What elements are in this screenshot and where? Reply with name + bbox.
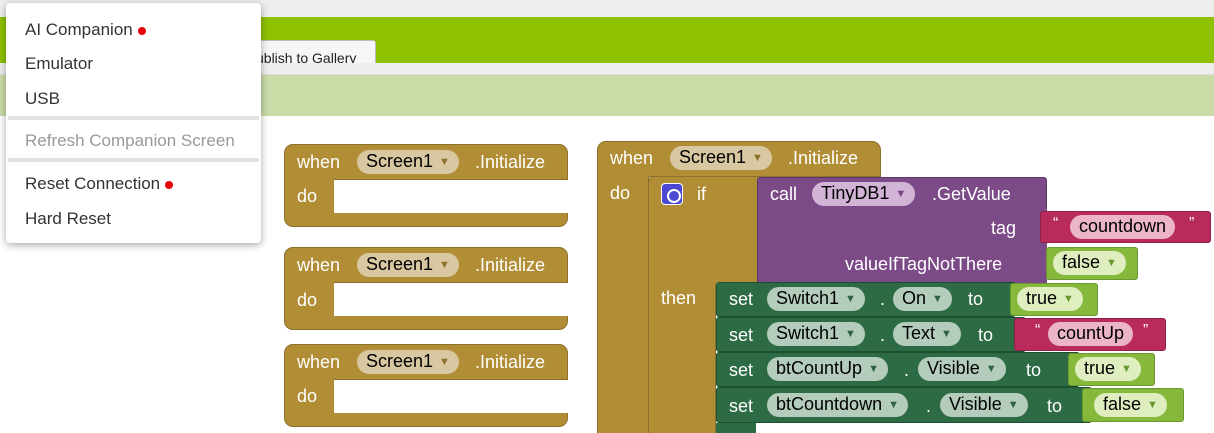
- quote-open: “: [1035, 322, 1041, 339]
- quote-open: “: [1053, 215, 1059, 232]
- to-label: to: [1026, 360, 1042, 380]
- mutator-gear-icon[interactable]: [661, 183, 683, 205]
- if-label: if: [697, 184, 706, 204]
- do-label: do: [297, 186, 318, 206]
- menu-divider: [8, 158, 259, 162]
- property-dropdown[interactable]: Visible▼: [940, 393, 1028, 417]
- do-label: do: [297, 386, 318, 406]
- alert-dot-icon: [165, 180, 174, 189]
- property-dropdown[interactable]: On▼: [893, 287, 952, 311]
- call-label: call: [770, 184, 798, 204]
- component-dropdown[interactable]: btCountUp▼: [767, 357, 888, 381]
- property-dropdown[interactable]: Text▼: [893, 322, 961, 346]
- component-dropdown[interactable]: btCountdown▼: [767, 393, 908, 417]
- alert-dot-icon: [137, 26, 146, 35]
- event-label: .Initialize: [475, 255, 546, 275]
- do-label: do: [297, 290, 318, 310]
- do-label: do: [610, 183, 631, 203]
- when-label: when: [297, 352, 341, 372]
- to-label: to: [1047, 396, 1063, 416]
- menu-item-emulator[interactable]: Emulator: [25, 54, 94, 73]
- text-value-field[interactable]: countUp: [1048, 322, 1134, 346]
- connect-dropdown-menu: AI Companion Emulator USB Refresh Compan…: [6, 3, 261, 243]
- method-label: .GetValue: [932, 184, 1011, 204]
- dot-label: .: [880, 325, 886, 345]
- logic-value-dropdown[interactable]: true▼: [1075, 357, 1141, 381]
- menu-item-usb[interactable]: USB: [25, 89, 60, 108]
- logic-value-dropdown[interactable]: false▼: [1053, 251, 1126, 275]
- menu-item-refresh-companion-screen: Refresh Companion Screen: [25, 131, 235, 150]
- component-dropdown[interactable]: Switch1▼: [767, 322, 865, 346]
- quote-close: ”: [1189, 215, 1195, 232]
- text-value-field[interactable]: countdown: [1070, 215, 1176, 239]
- set-label: set: [729, 289, 754, 309]
- value-if-tag-not-there-label: valueIfTagNotThere: [845, 254, 1003, 274]
- then-label: then: [661, 288, 697, 308]
- dot-label: .: [904, 360, 910, 380]
- component-dropdown[interactable]: Screen1▼: [670, 146, 772, 170]
- menu-item-hard-reset[interactable]: Hard Reset: [25, 209, 111, 228]
- component-dropdown[interactable]: Switch1▼: [767, 287, 865, 311]
- quote-close: ”: [1143, 322, 1149, 339]
- dot-label: .: [880, 289, 886, 309]
- dot-label: .: [926, 396, 932, 416]
- component-dropdown[interactable]: Screen1▼: [357, 150, 459, 174]
- set-label: set: [729, 325, 754, 345]
- menu-divider: [8, 116, 259, 120]
- set-label: set: [729, 396, 754, 416]
- event-label: .Initialize: [475, 152, 546, 172]
- menu-item-reset-connection[interactable]: Reset Connection: [25, 174, 174, 194]
- event-label: .Initialize: [788, 148, 859, 168]
- top-strip: [0, 0, 1214, 17]
- toolbar-divider: [0, 63, 1214, 75]
- when-label: when: [297, 255, 341, 275]
- event-label: .Initialize: [475, 352, 546, 372]
- property-dropdown[interactable]: Visible▼: [918, 357, 1006, 381]
- set-label: set: [729, 360, 754, 380]
- component-dropdown[interactable]: Screen1▼: [357, 350, 459, 374]
- tinydb-component-dropdown[interactable]: TinyDB1▼: [812, 182, 916, 206]
- when-label: when: [297, 152, 341, 172]
- to-label: to: [968, 289, 984, 309]
- when-label: when: [610, 148, 654, 168]
- tag-label: tag: [991, 218, 1017, 238]
- logic-value-dropdown[interactable]: true▼: [1017, 287, 1083, 311]
- menu-item-ai-companion[interactable]: AI Companion: [25, 20, 146, 40]
- component-dropdown[interactable]: Screen1▼: [357, 253, 459, 277]
- logic-value-dropdown[interactable]: false▼: [1094, 393, 1167, 417]
- to-label: to: [978, 325, 994, 345]
